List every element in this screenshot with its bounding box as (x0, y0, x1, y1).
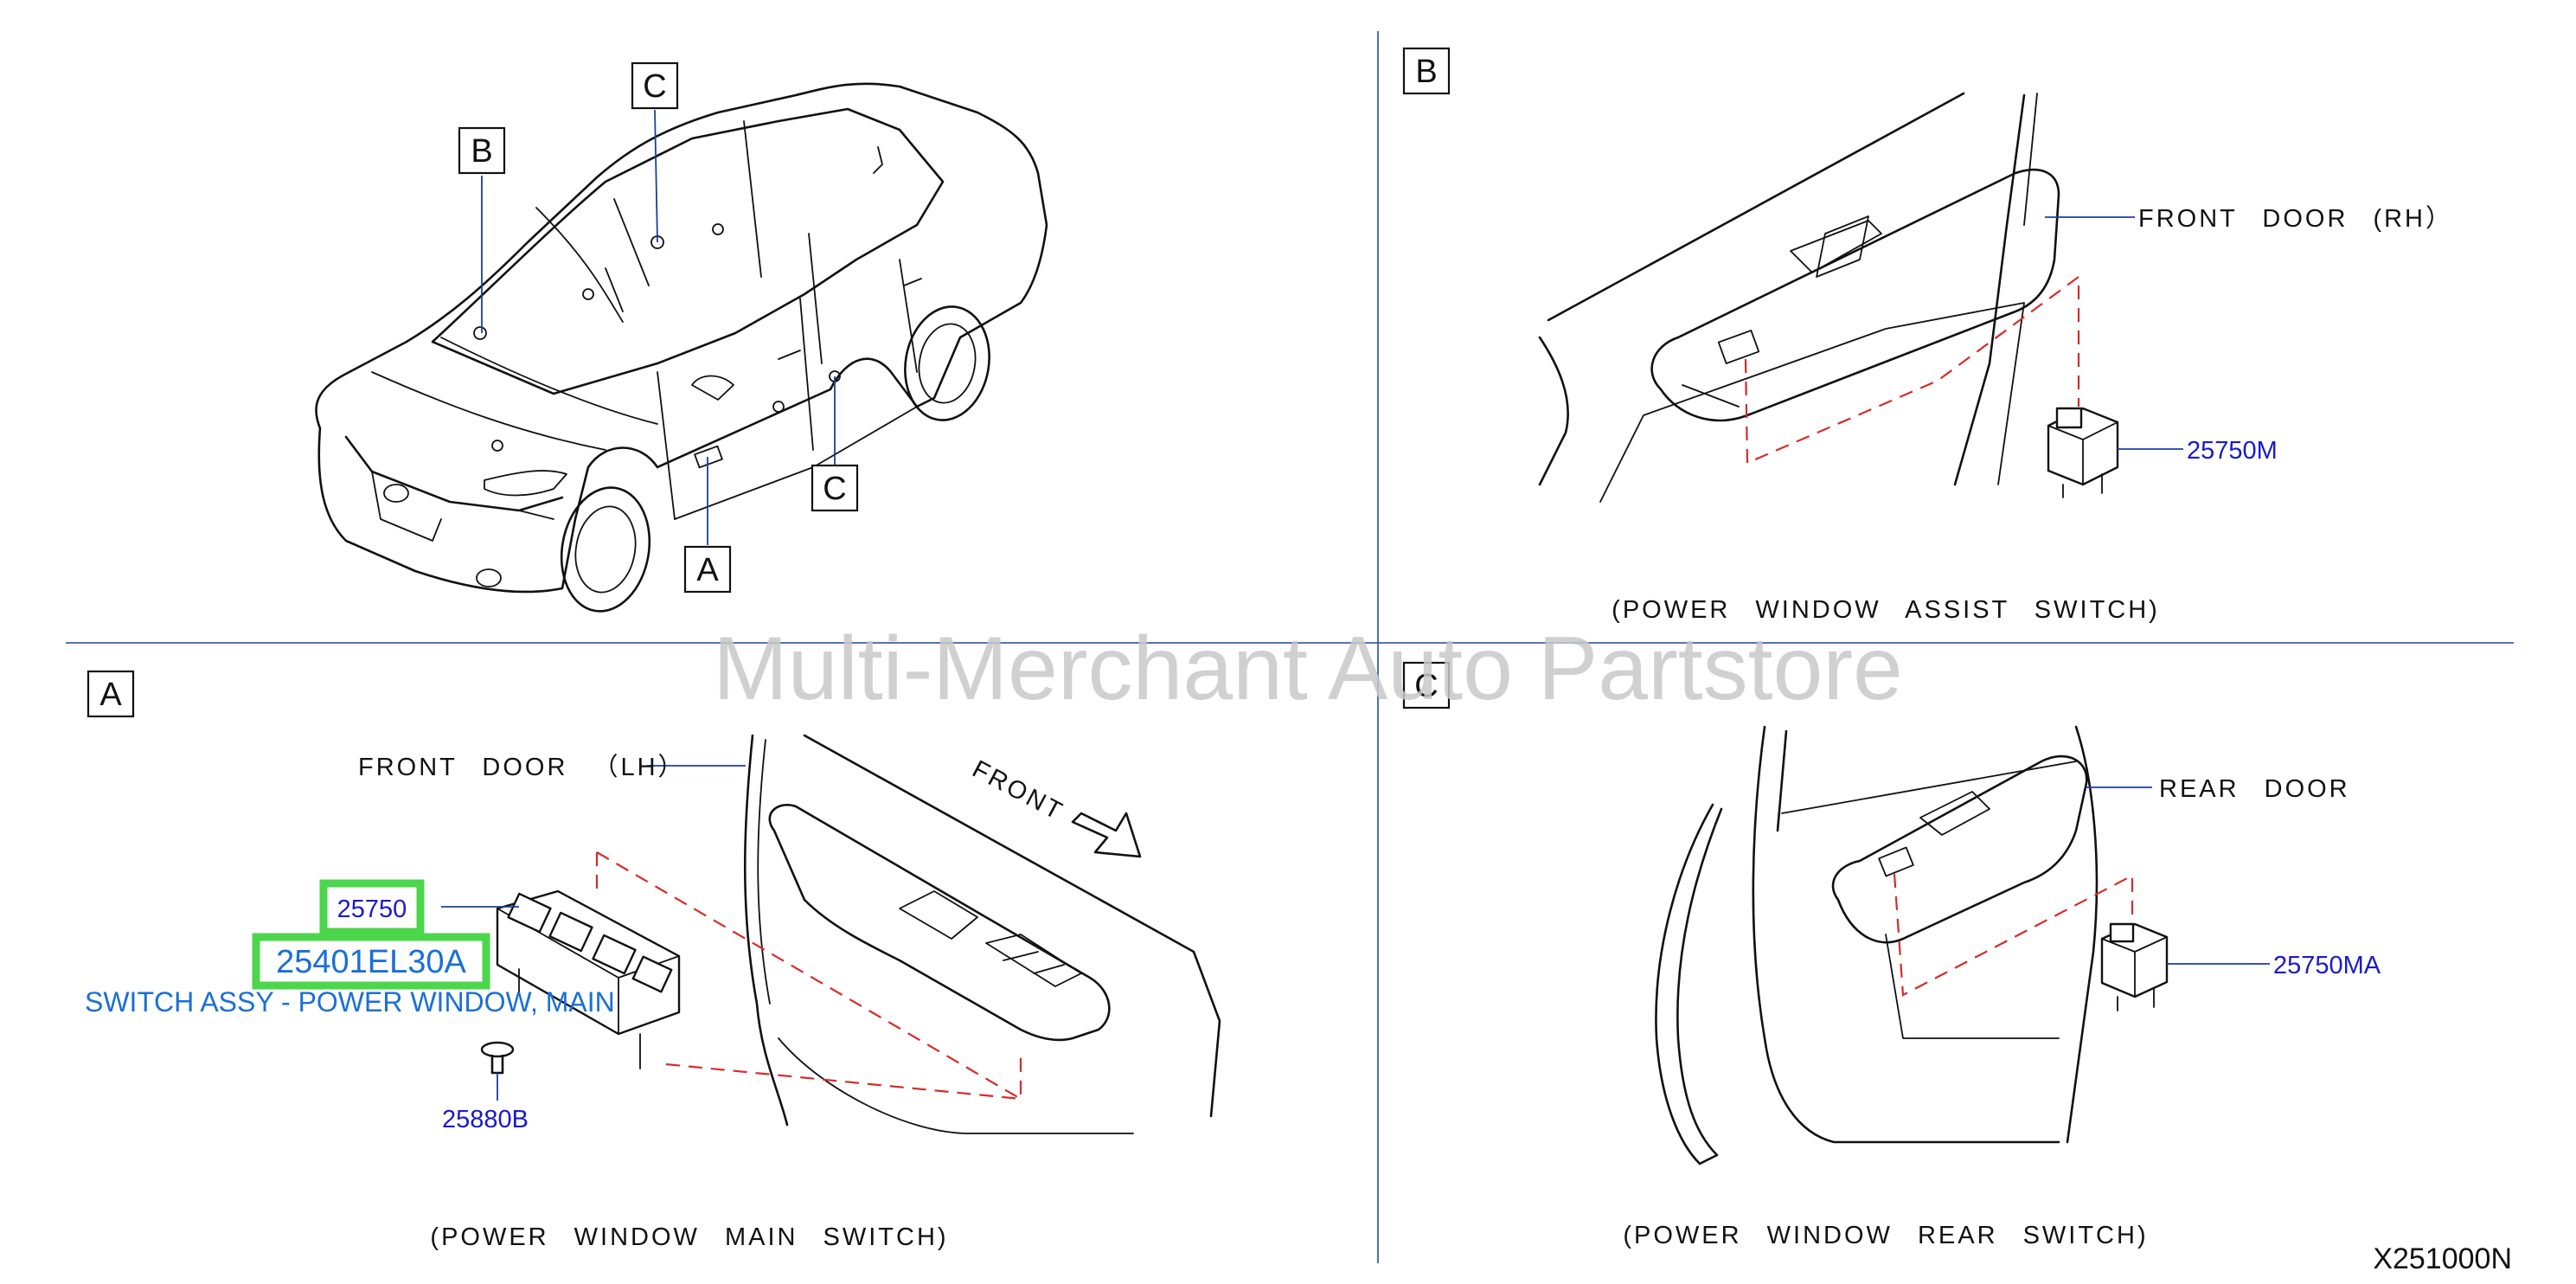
caption-assist-switch: (POWER WINDOW ASSIST SWITCH) (1612, 596, 2160, 624)
highlight-selected-part (252, 933, 490, 990)
highlight-25750 (319, 879, 425, 936)
front-door-rh-label: FRONT DOOR (RH） (2138, 205, 2453, 233)
door-lh-illustration (743, 734, 1221, 1134)
callout-box-c-side: C (811, 464, 859, 512)
callout-box-c-top: C (631, 61, 679, 110)
front-direction-label: FRONT (968, 755, 1068, 826)
panel-tag-b-label: B (1415, 54, 1437, 90)
main-switch-part (496, 889, 681, 1069)
panel-c: C REAR DOOR 25750MA (POWER WINDOW REAR S… (1402, 661, 2381, 1249)
panel-tag-c-label: C (1414, 668, 1438, 704)
panel-a: A FRONT FRONT DOOR (85, 670, 1221, 1251)
assembly-line-a (595, 851, 1022, 1101)
selected-part-description: SWITCH ASSY - POWER WINDOW, MAIN (85, 986, 615, 1018)
callout-leader-c-top (654, 109, 658, 243)
callout-box-b: B (458, 126, 506, 175)
part-number-25750[interactable]: 25750 (337, 896, 407, 923)
assembly-line-b (1744, 274, 2080, 465)
diagram-code: X251000N (2373, 1242, 2512, 1275)
caption-rear-switch: (POWER WINDOW REAR SWITCH) (1623, 1222, 2148, 1249)
part-number-25880b[interactable]: 25880B (442, 1106, 529, 1133)
caption-main-switch: (POWER WINDOW MAIN SWITCH) (430, 1223, 948, 1251)
rear-door-illustration (1655, 725, 2099, 1165)
panel-tag-a-label: A (99, 677, 122, 713)
front-door-lh-label: FRONT DOOR （LH） (358, 754, 686, 781)
assist-switch-part (2047, 407, 2119, 498)
part-number-25750ma[interactable]: 25750MA (2273, 952, 2381, 979)
callout-label-c-top: C (643, 68, 666, 105)
panel-tag-a: A (87, 670, 135, 718)
rear-switch-part (2100, 922, 2169, 1011)
panel-b: B FRONT DOOR (RH） 25750M (POWER WINDOW A… (1402, 47, 2453, 624)
callout-label-b: B (471, 133, 492, 170)
part-number-selected[interactable]: 25401EL30A (276, 944, 466, 980)
assembly-line-c (1893, 873, 2134, 997)
panel-tag-b: B (1402, 47, 1451, 95)
part-number-25750m[interactable]: 25750M (2187, 437, 2278, 465)
door-rh-illustration (1538, 92, 2060, 503)
rear-door-label: REAR DOOR (2159, 775, 2350, 803)
car-illustration (315, 82, 1048, 613)
callout-label-a: A (696, 552, 719, 588)
overview-panel: B C C A (315, 61, 1048, 613)
callout-box-a: A (683, 545, 732, 594)
panel-tag-c: C (1402, 661, 1451, 709)
callout-label-c-side: C (823, 471, 846, 507)
watermark: Multi-Merchant Auto Partstore (713, 619, 1903, 719)
screw-part (480, 1041, 515, 1075)
front-direction-arrow (1071, 812, 1142, 858)
